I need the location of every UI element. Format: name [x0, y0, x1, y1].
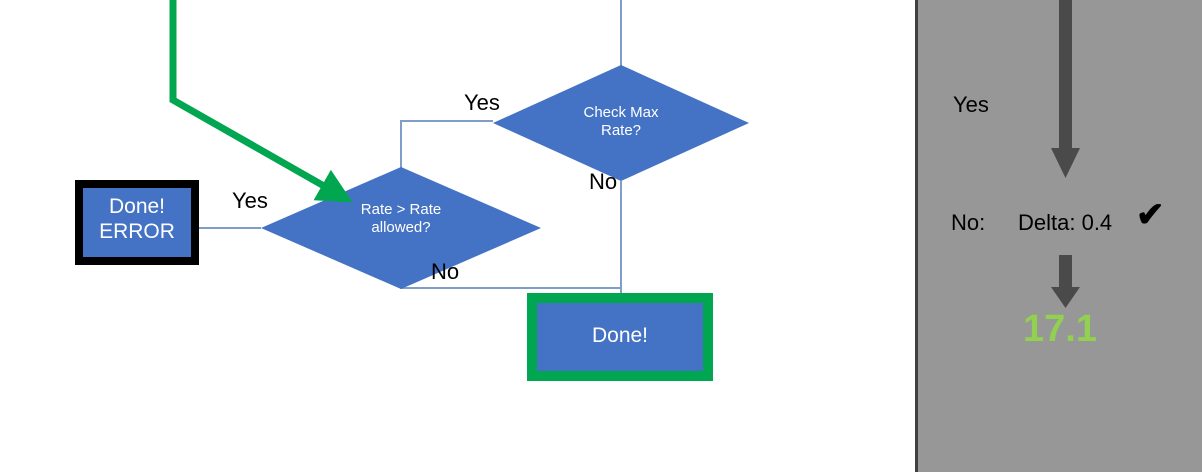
edge-label-check-max-rate-no: No — [589, 169, 618, 194]
panel-graphics — [1051, 0, 1080, 308]
highlight-path-green — [169, 0, 353, 203]
connector-rate-allowed-no — [400, 287, 621, 289]
check-icon: ✔ — [1136, 196, 1165, 234]
edge-label-rate-allowed-no: No — [431, 259, 460, 284]
node-done[interactable] — [527, 293, 713, 381]
edge-label-rate-allowed-yes: Yes — [232, 188, 268, 213]
connector-check-max-rate-yes — [400, 120, 493, 168]
node-rate-greater-than-allowed[interactable] — [261, 167, 541, 289]
edge-label-check-max-rate-yes: Yes — [464, 90, 500, 115]
node-done-error[interactable] — [75, 180, 199, 265]
down-arrow-icon-bottom — [1051, 255, 1080, 308]
panel-label-yes: Yes — [953, 92, 989, 117]
panel-result-value: 17.1 — [1023, 308, 1097, 350]
panel-label-no: No: — [951, 210, 986, 235]
down-arrow-icon-top — [1051, 0, 1080, 178]
status-panel: Yes No: Delta: 0.4 ✔ 17.1 — [915, 0, 1202, 472]
node-check-max-rate[interactable] — [493, 65, 749, 181]
panel-label-delta: Delta: 0.4 — [1018, 210, 1113, 235]
